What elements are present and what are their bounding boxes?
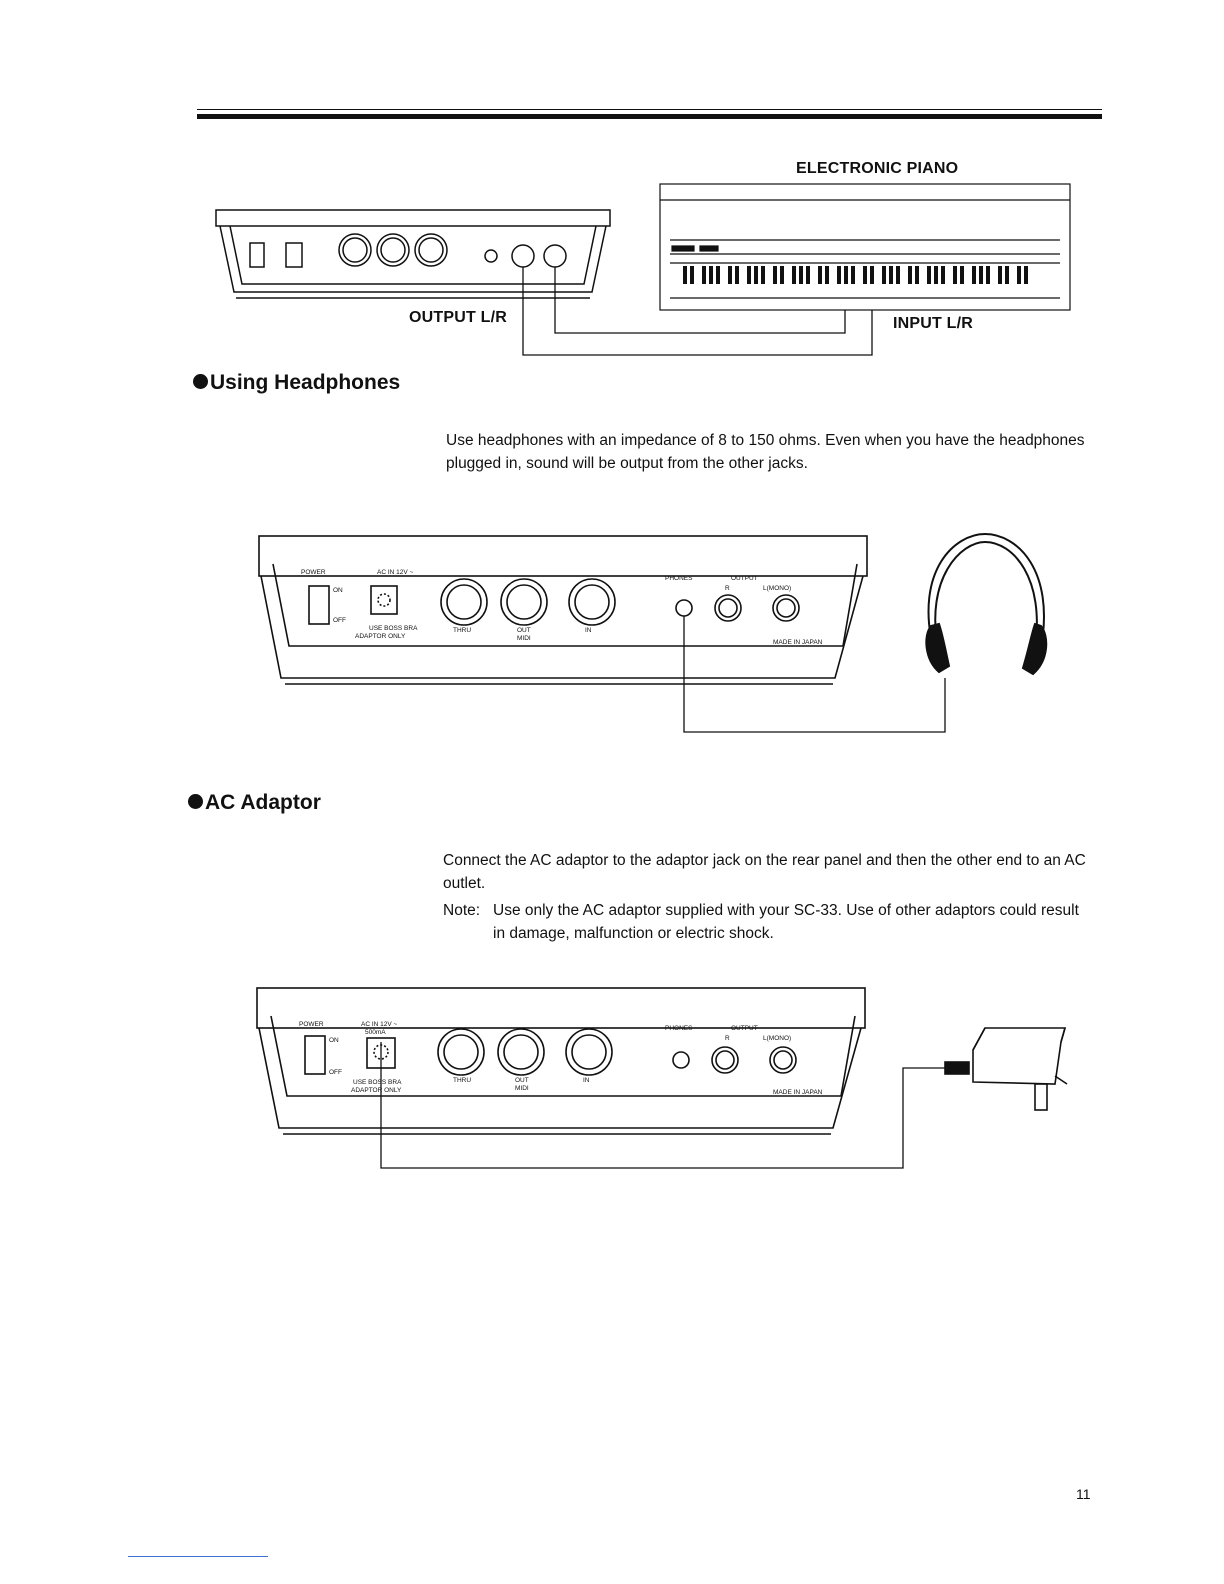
footer-rule [128, 1556, 268, 1557]
power-label: POWER [301, 569, 326, 576]
in-label: IN [585, 627, 592, 634]
off-label: OFF [329, 1069, 342, 1076]
made-in-label: MADE IN JAPAN [773, 639, 823, 646]
use-boss-label: USE BOSS BRA [369, 625, 418, 632]
out-label: OUT [517, 627, 531, 634]
electronic-piano-label: ELECTRONIC PIANO [796, 160, 959, 177]
panel-labels-fig2: POWER ON OFF AC IN 12V ~ USE BOSS BRA AD… [301, 569, 823, 646]
r-label: R [725, 585, 730, 592]
output-label: OUTPUT [731, 1025, 758, 1032]
ac-body-line1: Connect the AC adaptor to the adaptor ja… [443, 852, 1086, 869]
bullet-icon [193, 374, 208, 389]
figure-headphones-connection: POWER ON OFF AC IN 12V ~ USE BOSS BRA AD… [258, 532, 1048, 733]
power-label: POWER [299, 1021, 324, 1028]
page-number: 11 [1076, 1486, 1091, 1502]
in-label: IN [583, 1077, 590, 1084]
headphones-body-line2: plugged in, sound will be output from th… [446, 455, 808, 472]
ac-body-line2: outlet. [443, 875, 486, 892]
ac-adaptor-icon [944, 1027, 1068, 1111]
ac-cable [380, 1042, 945, 1169]
l-mono-label: L(MONO) [763, 1035, 791, 1042]
phones-label: PHONES [665, 575, 693, 582]
adaptor-only-label: ADAPTOR ONLY [351, 1087, 402, 1094]
ac-in-label: AC IN 12V ~ [377, 569, 414, 576]
r-label: R [725, 1035, 730, 1042]
note-line2: in damage, malfunction or electric shock… [493, 925, 774, 942]
figure-piano-connection [215, 183, 1071, 356]
midi-label: MIDI [517, 635, 531, 642]
headphones-icon [925, 532, 1048, 676]
out-label: OUT [515, 1077, 529, 1084]
use-boss-label: USE BOSS BRA [353, 1079, 402, 1086]
ac-section-title: AC Adaptor [188, 791, 321, 815]
ac-title-text: AC Adaptor [205, 791, 321, 814]
ma-label: 500mA [365, 1029, 386, 1036]
midi-label: MIDI [515, 1085, 529, 1092]
phones-label: PHONES [665, 1025, 693, 1032]
rear-panel-headphones [258, 535, 868, 685]
rear-panel-ac [256, 987, 866, 1135]
small-rear-panel [215, 209, 611, 299]
electronic-piano [659, 183, 1071, 311]
adaptor-only-label: ADAPTOR ONLY [355, 633, 406, 640]
on-label: ON [333, 587, 343, 594]
off-label: OFF [333, 617, 346, 624]
output-lr-label: OUTPUT L/R [409, 309, 507, 326]
panel-labels-fig3: POWER ON OFF AC IN 12V ~ 500mA USE BOSS … [299, 1021, 823, 1096]
header-rule-thin [197, 109, 1102, 110]
header-rule-thick [197, 114, 1102, 119]
headphones-section-title: Using Headphones [193, 371, 400, 395]
headphones-body: Use headphones with an impedance of 8 to… [446, 429, 1106, 475]
note-label: Note: [443, 902, 481, 919]
on-label: ON [329, 1037, 339, 1044]
note-row: Note: Use only the AC adaptor supplied w… [443, 899, 1103, 922]
output-label: OUTPUT [731, 575, 758, 582]
bullet-icon [188, 794, 203, 809]
ac-body: Connect the AC adaptor to the adaptor ja… [443, 849, 1103, 945]
figure-ac-adaptor-connection: POWER ON OFF AC IN 12V ~ 500mA USE BOSS … [256, 987, 1068, 1169]
headphones-body-line1: Use headphones with an impedance of 8 to… [446, 432, 1085, 449]
piano-cables [522, 267, 873, 356]
input-lr-label: INPUT L/R [893, 315, 974, 332]
thru-label: THRU [453, 627, 471, 634]
note-line1: Use only the AC adaptor supplied with yo… [493, 902, 1079, 919]
l-mono-label: L(MONO) [763, 585, 791, 592]
made-in-label: MADE IN JAPAN [773, 1089, 823, 1096]
headphones-title-text: Using Headphones [210, 371, 401, 394]
headphone-cable [683, 616, 946, 733]
ac-in-label: AC IN 12V ~ [361, 1021, 398, 1028]
thru-label: THRU [453, 1077, 471, 1084]
